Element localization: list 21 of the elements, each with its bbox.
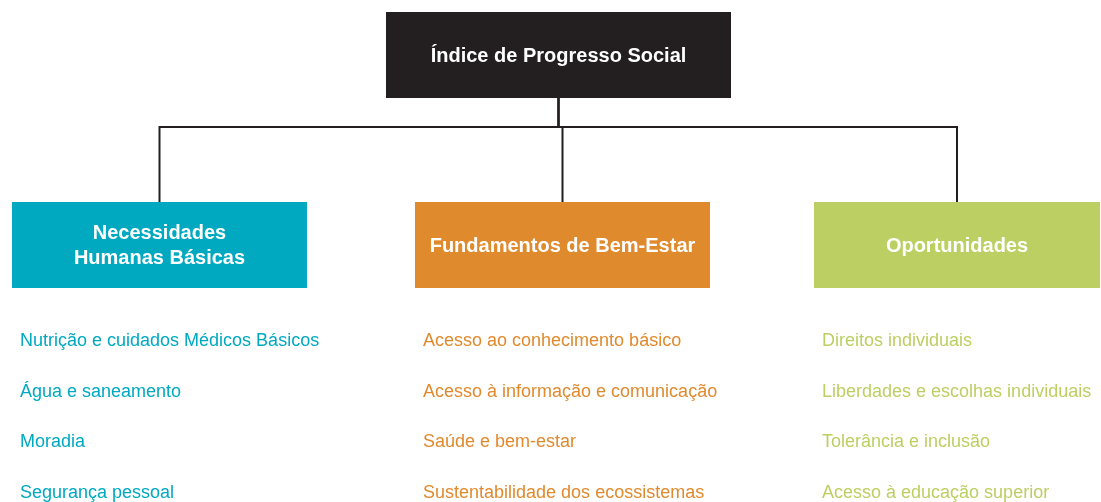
list-item: Liberdades e escolhas individuais <box>822 379 1092 403</box>
title-box <box>386 12 731 98</box>
list-item: Acesso à informação e comunicação <box>423 379 718 403</box>
list-item: Direitos individuais <box>822 329 973 352</box>
list-item: Sustentabilidade dos ecossistemas <box>423 480 705 502</box>
list-item: Tolerância e inclusão <box>822 430 991 453</box>
category-box <box>814 202 1100 288</box>
list-item: Saúde e bem-estar <box>423 430 577 453</box>
list-item: Acesso ao conhecimento básico <box>423 329 682 352</box>
list-item: Água e saneamento <box>20 379 182 403</box>
box-label: Fundamentos de Bem-Estar <box>429 232 696 258</box>
list-item: Nutrição e cuidados Médicos Básicos <box>20 329 320 352</box>
box-label: Índice de Progresso Social <box>430 42 687 68</box>
list-item: Moradia <box>20 430 86 453</box>
category-box <box>12 202 307 288</box>
list-item: Segurança pessoal <box>20 480 175 502</box>
list-item: Acesso à educação superior <box>822 480 1050 502</box>
connector-line <box>557 97 958 203</box>
box-label: Oportunidades <box>885 232 1029 258</box>
category-box <box>415 202 710 288</box>
box-label: Necessidades Humanas Básicas <box>72 220 247 270</box>
